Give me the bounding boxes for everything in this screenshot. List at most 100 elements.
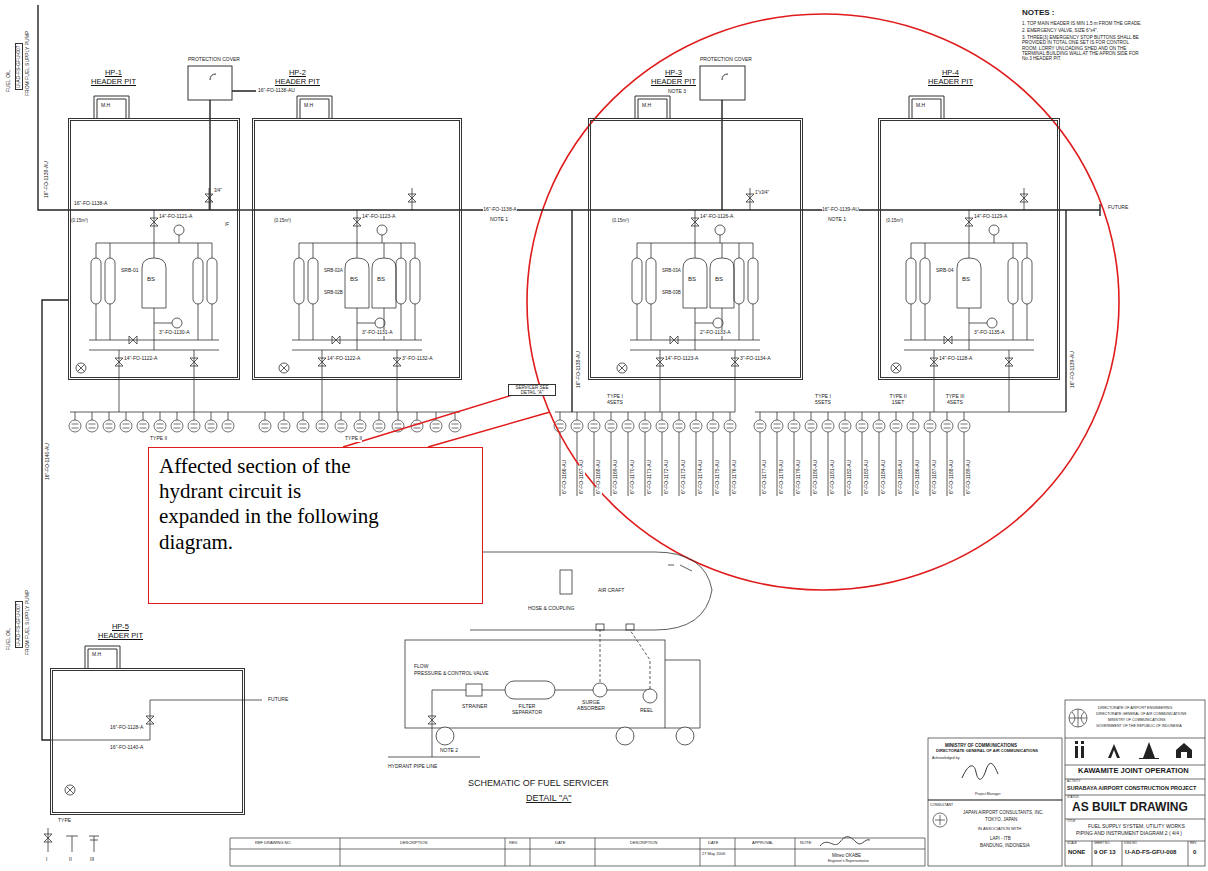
title-block-text: 9 OF 13 (1094, 849, 1116, 856)
pit-heading-group: HP-2HEADER PIT (275, 68, 320, 86)
note-text: 3. THREE(3) EMERGENCY STOP BUTTONS SHALL… (1022, 35, 1142, 61)
revision-table-grid (230, 837, 925, 866)
title-block-text: GOVERNMENT OF THE REPUBLIC OF INDONESIA (1096, 724, 1182, 728)
title-block-text: 0 (1193, 849, 1196, 856)
hydrant-pit-row (588, 420, 600, 432)
type-legend-symbol (89, 836, 99, 852)
pipe-label: (0.15m³) (612, 218, 629, 223)
line-tag: 6"-FO-1173-AU (681, 460, 687, 494)
line-tag: 6"-FO-1172-AU (664, 460, 670, 494)
detail-label: NOTE 2 (440, 748, 458, 754)
fuel-servicer-illustration (668, 565, 692, 571)
detail-label: DETAIL "A" (526, 793, 571, 803)
hydrant-pit-row (278, 420, 290, 432)
revision-table-cell: REF DRAWING NO. (255, 841, 292, 846)
pipe-label: (0.15m³) (886, 218, 903, 223)
distribution-pipe (70, 412, 1066, 413)
company-logo (1075, 741, 1078, 744)
pipe-label: NOTE 1 (828, 217, 846, 223)
line-tag: 6"-FO-1178-AU (779, 460, 785, 494)
company-logo (1075, 741, 1192, 759)
main-header-pipe (38, 5, 1100, 216)
title-block-text: TOKYO, JAPAN (985, 817, 1017, 822)
pipe-label: TYPE III 4SETS (940, 394, 970, 406)
title-block-text: Acknowledged by: (932, 756, 960, 760)
header-pipe-connector (240, 209, 252, 210)
title-block-text: SURABAYA AIRPORT CONSTRUCTION PROJECT (1067, 785, 1196, 791)
revision-table-cell: Engineer's Representative (828, 859, 869, 863)
title-block-text: DIRECTORATE OF AIRPORT ENGINEERING (1098, 706, 1172, 710)
title-block-text: FUEL SUPPLY SYSTEM, UTILITY WORKS (1088, 824, 1185, 830)
title-block-text: PIPING AND INSTRUMENT DIAGRAM 2 ( 4/4 ) (1076, 831, 1182, 837)
header-pit: HP-5HEADER PIT (50, 668, 245, 815)
line-tag: 6"-FO-1184-AU (881, 460, 887, 494)
revision-table-grid (230, 838, 925, 866)
hydrant-pit-row (222, 420, 234, 432)
hp5-piping (50, 700, 262, 740)
line-tag: 6"-FO-1183-AU (864, 460, 870, 494)
hydrant-pit-row (771, 420, 783, 432)
pipe-line-label: 16"-FO-1138-A (483, 207, 516, 213)
title-block-text: U-AD-FS-GFU-008 (1125, 849, 1176, 856)
hydrant-pit-row (103, 420, 115, 432)
hp5-piping (146, 716, 154, 724)
company-logo (1108, 744, 1120, 758)
hydrant-pit-row (120, 420, 132, 432)
title-block-text: DIRECTORATE GENERAL OF AIR COMMUNICATION… (1096, 712, 1187, 716)
header-pipe-connector (462, 209, 588, 210)
pipe-label: NOTE 3 (668, 89, 686, 95)
pipe-label: 2"-FO-1133-A (700, 330, 731, 336)
type-legend-text: I (46, 857, 47, 863)
hydrant-pit-row (259, 420, 271, 432)
title-block-frame (928, 800, 1062, 866)
hydrant-pit-row (639, 420, 651, 432)
distribution-pipe (760, 412, 964, 420)
title-block-text: STATUS (1067, 796, 1078, 799)
company-logo (1075, 746, 1078, 758)
pipe-label: FUEL OIL (6, 628, 12, 650)
pit-heading: HEADER PIT (91, 77, 136, 86)
header-pipe-connector (42, 300, 68, 740)
pit-manhole-outline (94, 96, 129, 118)
pit-heading: HP-2 (275, 68, 320, 77)
pipe-label: PROTECTION COVER (188, 57, 240, 63)
main-header-pipe (210, 91, 722, 210)
pit-heading: HP-4 (928, 68, 973, 77)
pipe-label: BS (377, 276, 385, 283)
hydrant-pit-row (137, 420, 149, 432)
hydrant-pit-row (373, 420, 385, 432)
type-legend-text: II (69, 857, 72, 863)
title-block-text: KAWAMITE JOINT OPERATION (1078, 767, 1189, 776)
hydrant-pit-row (335, 420, 347, 432)
pipe-label: (0.15m³) (274, 218, 291, 223)
pit-piping (617, 188, 760, 380)
pipe-label: M.H (304, 103, 313, 109)
pipe-label: BS (715, 276, 723, 283)
revision-table-cell: NOTE: (800, 841, 812, 846)
line-tag: 6"-FO-1182-AU (847, 460, 853, 494)
hydrant-pit-row (656, 420, 668, 432)
line-tag: 6"-FO-1171-AU (647, 460, 653, 494)
title-block-text: SCALE (1067, 842, 1077, 845)
distribution-pipe (119, 380, 1009, 412)
line-tag: 6"-FO-1174-AU (698, 460, 704, 494)
pipe-label: BS (962, 276, 970, 283)
note-text: 1. TOP MAIN HEADER IS MIN 1.5 m FROM THE… (1022, 21, 1202, 26)
pipe-label: 14"-FO-1126-A (700, 214, 733, 220)
note-text: 2. EMERGENCY VALVE, SIZE 6"x4". (1022, 28, 1202, 33)
title-block-frame (1069, 709, 1087, 727)
pit-piping (891, 188, 1034, 380)
hydrant-pit-row (724, 420, 736, 432)
fuel-servicer-illustration (466, 684, 482, 696)
pit-heading: HP-1 (91, 68, 136, 77)
hydrant-pit-row (571, 420, 583, 432)
pipe-label: 14"-FO-1129-A (974, 214, 1007, 220)
line-tag: 6"-FO-1175-AU (715, 460, 721, 494)
pipe-label: BS (350, 276, 358, 283)
title-block-text: REV. (1190, 842, 1197, 845)
revision-table-cell: DESCRIPTION (400, 841, 427, 846)
detail-label: AIR CRAFT (598, 588, 624, 594)
pit-piping (279, 188, 422, 380)
detail-label: REEL (640, 708, 653, 714)
